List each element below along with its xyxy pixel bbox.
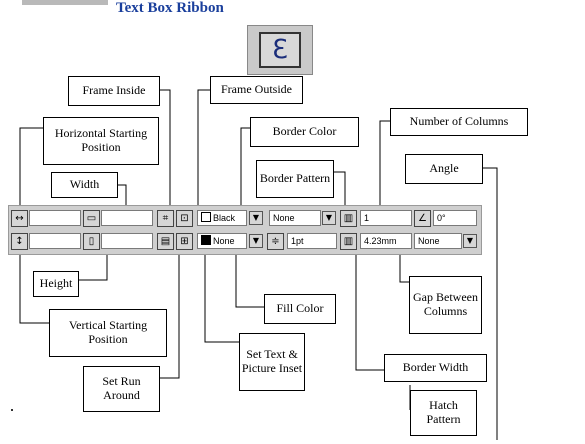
frame-outside-button[interactable]: ⊡ bbox=[176, 210, 193, 227]
fill-color-swatch bbox=[201, 235, 211, 245]
label-border-color: Border Color bbox=[250, 117, 359, 147]
text-inset-button[interactable]: ⊞ bbox=[176, 233, 193, 250]
border-pattern-select[interactable]: None bbox=[269, 210, 321, 226]
height-field[interactable] bbox=[101, 233, 153, 249]
fill-color-value: None bbox=[213, 236, 235, 246]
gap-between-columns-field[interactable]: 4.23mm bbox=[360, 233, 412, 249]
label-gap-between-columns: Gap Between Columns bbox=[409, 276, 482, 334]
hatch-pattern-dropdown-icon[interactable]: ▼ bbox=[463, 234, 477, 248]
label-angle: Angle bbox=[405, 154, 483, 184]
horizontal-position-icon[interactable]: ↔ bbox=[11, 210, 28, 227]
frame-inside-button[interactable]: ⌗ bbox=[157, 210, 174, 227]
header-bar bbox=[22, 0, 108, 5]
text-box-tool-button[interactable]: ℇ bbox=[247, 25, 313, 75]
label-horizontal-starting-position: Horizontal Starting Position bbox=[43, 117, 159, 165]
border-width-field[interactable]: 1pt bbox=[287, 233, 337, 249]
connector-frame-inside bbox=[160, 89, 171, 208]
width-icon[interactable]: ▭ bbox=[83, 210, 100, 227]
angle-field[interactable]: 0° bbox=[433, 210, 477, 226]
label-height: Height bbox=[33, 271, 79, 297]
fill-color-dropdown-icon[interactable]: ▼ bbox=[249, 234, 263, 248]
label-border-width: Border Width bbox=[384, 354, 487, 382]
gap-icon[interactable]: ▥ bbox=[340, 233, 357, 250]
diagram-title: Text Box Ribbon bbox=[116, 0, 224, 16]
border-color-select[interactable]: Black bbox=[197, 210, 247, 226]
label-frame-outside: Frame Outside bbox=[210, 76, 303, 104]
label-width: Width bbox=[51, 172, 118, 198]
label-set-run-around: Set Run Around bbox=[83, 366, 160, 412]
label-set-text-picture-inset: Set Text & Picture Inset bbox=[239, 333, 305, 391]
border-color-swatch bbox=[201, 212, 211, 222]
width-field[interactable] bbox=[101, 210, 153, 226]
text-box-icon: ℇ bbox=[259, 32, 301, 68]
label-fill-color: Fill Color bbox=[264, 294, 336, 324]
label-frame-inside: Frame Inside bbox=[68, 76, 160, 106]
columns-icon[interactable]: ▥ bbox=[340, 210, 357, 227]
height-icon[interactable]: ▯ bbox=[83, 233, 100, 250]
run-around-button[interactable]: ▤ bbox=[157, 233, 174, 250]
horizontal-position-field[interactable] bbox=[29, 210, 81, 226]
label-hatch-pattern: Hatch Pattern bbox=[410, 390, 477, 436]
label-border-pattern: Border Pattern bbox=[256, 160, 334, 198]
stray-dot bbox=[11, 409, 13, 411]
border-color-value: Black bbox=[213, 213, 236, 223]
label-vertical-starting-position: Vertical Starting Position bbox=[49, 309, 167, 357]
number-of-columns-field[interactable]: 1 bbox=[360, 210, 412, 226]
label-number-of-columns: Number of Columns bbox=[390, 108, 528, 136]
border-width-icon[interactable]: ≑ bbox=[267, 233, 284, 250]
border-color-dropdown-icon[interactable]: ▼ bbox=[249, 211, 263, 225]
vertical-position-icon[interactable]: ↕ bbox=[11, 233, 28, 250]
fill-color-select[interactable]: None bbox=[197, 233, 247, 249]
hatch-pattern-select[interactable]: None bbox=[414, 233, 462, 249]
vertical-position-field[interactable] bbox=[29, 233, 81, 249]
angle-icon[interactable]: ∠ bbox=[414, 210, 431, 227]
text-box-ribbon: ↔ ▭ ⌗ ⊡ Black ▼ None ▼ ▥ 1 ∠ 0° ↕ ▯ ▤ ⊞ … bbox=[8, 205, 482, 255]
border-pattern-dropdown-icon[interactable]: ▼ bbox=[322, 211, 336, 225]
